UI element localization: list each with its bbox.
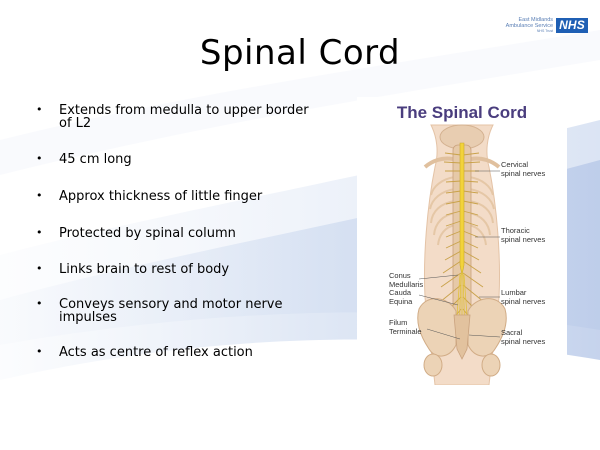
bullet-text: 45 cm long — [59, 152, 132, 167]
pelvis — [417, 298, 457, 357]
nhs-trust-logo: East Midlands Ambulance Service NHS Trus… — [505, 17, 588, 34]
spinal-cord — [459, 142, 465, 276]
label-filum-terminale: Filum Terminale — [389, 318, 422, 336]
bullet-text: Links brain to rest of body — [59, 262, 230, 277]
slide-title: Spinal Cord — [199, 33, 401, 73]
label-cervical: Cervical spinal nerves — [501, 160, 546, 178]
bullet-item: • 45 cm long — [36, 152, 311, 167]
logo-line-1: East Midlands — [518, 17, 554, 23]
bullet-dot: • — [36, 189, 43, 202]
bullet-dot: • — [36, 297, 43, 310]
label-leader-lines — [418, 170, 501, 340]
bullet-dot: • — [36, 345, 43, 358]
spinal-cord-illustration — [417, 124, 507, 385]
bullet-text: Acts as centre of reflex action — [59, 345, 253, 360]
bullet-item: • Links brain to rest of body — [36, 262, 311, 277]
figure-title: The Spinal Cord — [396, 103, 528, 122]
shoulder-right — [470, 156, 501, 169]
bullet-dot: • — [36, 103, 43, 116]
bullet-dot: • — [36, 152, 43, 165]
label-lumbar: Lumbar spinal nerves — [501, 288, 546, 306]
logo-line-2: Ambulance Service — [505, 22, 554, 29]
nhs-badge: NHS — [556, 18, 588, 33]
logo-line-3: NHS Trust — [536, 29, 554, 33]
label-cauda-equina: Cauda Equina — [389, 288, 413, 306]
bullet-dot: • — [36, 226, 43, 239]
label-thoracic: Thoracic spinal nerves — [501, 226, 546, 244]
bullet-text: Approx thickness of little finger — [59, 189, 263, 204]
bullet-item: • Acts as centre of reflex action — [36, 345, 311, 360]
bullet-text: Conveys sensory and motor nerve impulses — [59, 297, 283, 325]
bullet-text: Protected by spinal column — [59, 226, 236, 241]
bullet-text: Extends from medulla to upper border of … — [59, 103, 309, 131]
bullet-item: • Protected by spinal column — [36, 226, 311, 241]
bullet-dot: • — [36, 262, 43, 275]
bullet-item: • Approx thickness of little finger — [36, 189, 311, 204]
sacrum — [453, 314, 471, 360]
shoulder-left — [423, 156, 454, 169]
pelvis — [467, 298, 507, 357]
femur-left — [423, 353, 443, 377]
bullet-item: • Conveys sensory and motor nerve impuls… — [36, 297, 311, 325]
bullet-list: • Extends from medulla to upper border o… — [36, 103, 311, 360]
spinal-cord-figure: The Spinal Cord — [357, 97, 567, 385]
bullet-item: • Extends from medulla to upper border o… — [36, 103, 311, 131]
label-conus-medullaris: Conus Medullaris — [389, 271, 424, 289]
label-sacral: Sacral spinal nerves — [501, 328, 546, 346]
femur-right — [481, 353, 501, 377]
